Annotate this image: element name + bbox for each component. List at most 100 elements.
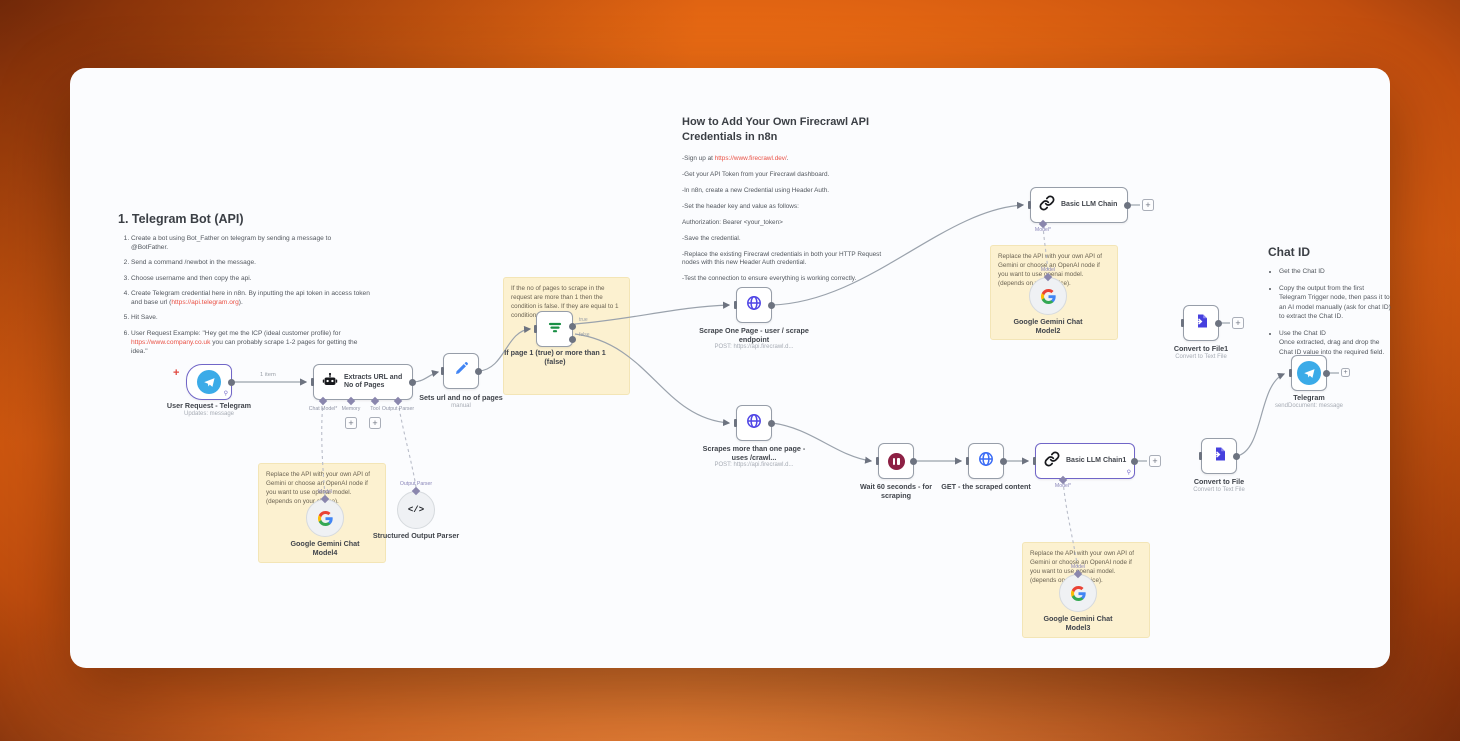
- note-title: Chat ID: [1268, 245, 1310, 259]
- node-label: Telegram: [1293, 393, 1325, 402]
- pinned-data-icon: ⚲: [223, 391, 228, 397]
- google-g-icon: [1040, 288, 1056, 304]
- edge-items-count: 1 item: [260, 372, 276, 378]
- output-true-connector[interactable]: [569, 323, 576, 330]
- note-bullet: Get the Chat ID: [1279, 267, 1392, 277]
- add-tool-button[interactable]: +: [369, 417, 381, 429]
- node-convert-to-file[interactable]: [1199, 438, 1240, 474]
- output-connector[interactable]: [910, 457, 917, 465]
- pinned-data-icon: ⚲: [1126, 470, 1131, 476]
- node-extracts-url-agent[interactable]: Extracts URL and No of Pages: [311, 364, 416, 400]
- http-globe-icon: [746, 413, 762, 434]
- note-step: User Request Example: "Hey get me the IC…: [131, 329, 370, 357]
- input-connector: [1033, 457, 1036, 465]
- add-memory-button[interactable]: +: [345, 417, 357, 429]
- output-connector[interactable]: [1131, 457, 1138, 465]
- node-label: Structured Output Parser: [372, 531, 460, 540]
- node-set-url-pages[interactable]: [441, 353, 482, 389]
- node-if-page-count[interactable]: [534, 311, 576, 347]
- company-link[interactable]: https://www.company.co.uk: [131, 338, 211, 346]
- node-convert-to-file1[interactable]: [1181, 305, 1222, 341]
- note-step: Choose username and then copy the api.: [131, 274, 370, 283]
- file-import-icon: [1211, 446, 1227, 467]
- telegram-icon: [197, 370, 221, 394]
- node-label: Google Gemini Chat Model4: [290, 539, 360, 558]
- robot-agent-icon: [322, 372, 338, 393]
- node-scrape-one-page[interactable]: [734, 287, 775, 323]
- note-line: -Sign up at https://www.firecrawl.dev/.: [682, 154, 789, 162]
- note-bullet: Copy the output from the first Telegram …: [1279, 284, 1392, 322]
- connector-label: Memory: [341, 406, 361, 412]
- node-label: Convert to File1: [1173, 344, 1229, 353]
- note-line: -In n8n, create a new Credential using H…: [682, 186, 830, 194]
- output-connector[interactable]: [228, 378, 235, 386]
- add-node-button[interactable]: +: [1149, 455, 1161, 467]
- add-node-button[interactable]: +: [1232, 317, 1244, 329]
- input-connector: [1181, 319, 1184, 327]
- workflow-canvas[interactable]: [70, 68, 1390, 668]
- node-label: Google Gemini Chat Model2: [1013, 317, 1083, 336]
- node-get-scraped-content[interactable]: [966, 443, 1007, 479]
- output-connector[interactable]: [1323, 369, 1330, 377]
- output-connector[interactable]: [768, 419, 775, 427]
- node-basic-llm-chain[interactable]: Basic LLM Chain: [1028, 187, 1131, 223]
- node-gemini-chat-model3[interactable]: [1059, 574, 1097, 612]
- disabled-trigger-indicator: +: [173, 367, 180, 379]
- node-gemini-chat-model4[interactable]: [306, 499, 344, 537]
- connector-label: Tool: [370, 406, 380, 412]
- node-basic-llm-chain1[interactable]: Basic LLM Chain1 ⚲: [1033, 443, 1138, 479]
- node-subtitle: Convert to Text File: [1175, 354, 1227, 360]
- input-connector: [1289, 369, 1292, 377]
- input-connector: [734, 419, 737, 427]
- node-label: Wait 60 seconds - for scraping: [859, 482, 933, 501]
- note-line: Authorization: Bearer <your_token>: [682, 218, 783, 226]
- node-subtitle: POST: https://api.firecrawl.d...: [714, 344, 794, 350]
- note-step: Create Telegram credential here in n8n. …: [131, 289, 370, 307]
- add-node-button[interactable]: +: [1341, 368, 1350, 377]
- note-telegram-bot-setup[interactable]: 1. Telegram Bot (API) Create a bot using…: [118, 212, 370, 362]
- output-connector[interactable]: [768, 301, 775, 309]
- output-false-connector[interactable]: [569, 336, 576, 343]
- node-wait-60s[interactable]: [876, 443, 917, 479]
- output-connector[interactable]: [1215, 319, 1222, 327]
- node-user-request-telegram[interactable]: ⚲: [186, 364, 235, 400]
- code-brackets-icon: </>: [407, 505, 425, 515]
- node-label: GET - the scraped content: [941, 482, 1031, 491]
- add-node-button[interactable]: +: [1142, 199, 1154, 211]
- note-step: Hit Save.: [131, 313, 370, 322]
- google-g-icon: [1070, 585, 1086, 601]
- output-connector[interactable]: [1233, 452, 1240, 460]
- node-subtitle: Updates: message: [183, 411, 235, 417]
- node-gemini-chat-model2[interactable]: [1029, 277, 1067, 315]
- note-firecrawl-credentials[interactable]: How to Add Your Own Firecrawl API Creden…: [682, 115, 887, 291]
- input-connector: [311, 378, 314, 386]
- edit-fields-icon: [453, 361, 469, 382]
- input-connector: [441, 367, 444, 375]
- node-scrape-many-pages[interactable]: [734, 405, 775, 441]
- output-connector[interactable]: [1124, 201, 1131, 209]
- node-label: Google Gemini Chat Model3: [1043, 614, 1113, 633]
- note-line: -Save the credential.: [682, 234, 741, 242]
- node-label: Scrape One Page - user / scrape endpoint: [699, 326, 809, 345]
- node-label: Convert to File: [1193, 477, 1245, 486]
- output-connector[interactable]: [1000, 457, 1007, 465]
- wait-pause-icon: [887, 452, 905, 470]
- node-label: Scrapes more than one page - uses /crawl…: [702, 444, 806, 463]
- output-connector[interactable]: [475, 367, 482, 375]
- input-connector: [876, 457, 879, 465]
- output-connector[interactable]: [409, 378, 416, 386]
- node-inline-label: Basic LLM Chain: [1061, 200, 1118, 208]
- node-inline-label: Basic LLM Chain1: [1066, 456, 1127, 464]
- node-structured-output-parser[interactable]: </>: [397, 491, 435, 529]
- node-telegram-send[interactable]: [1289, 355, 1330, 391]
- chain-link-icon: [1044, 451, 1060, 472]
- output-true-label: true: [579, 317, 588, 323]
- input-connector: [966, 457, 969, 465]
- telegram-api-link[interactable]: https://api.telegram.org: [171, 299, 239, 307]
- output-false-label: false: [579, 332, 590, 338]
- note-line: -Replace the existing Firecrawl credenti…: [682, 250, 882, 267]
- firecrawl-link[interactable]: https://www.firecrawl.dev/: [714, 154, 787, 162]
- note-chat-id[interactable]: Chat ID Get the Chat ID Copy the output …: [1268, 245, 1392, 364]
